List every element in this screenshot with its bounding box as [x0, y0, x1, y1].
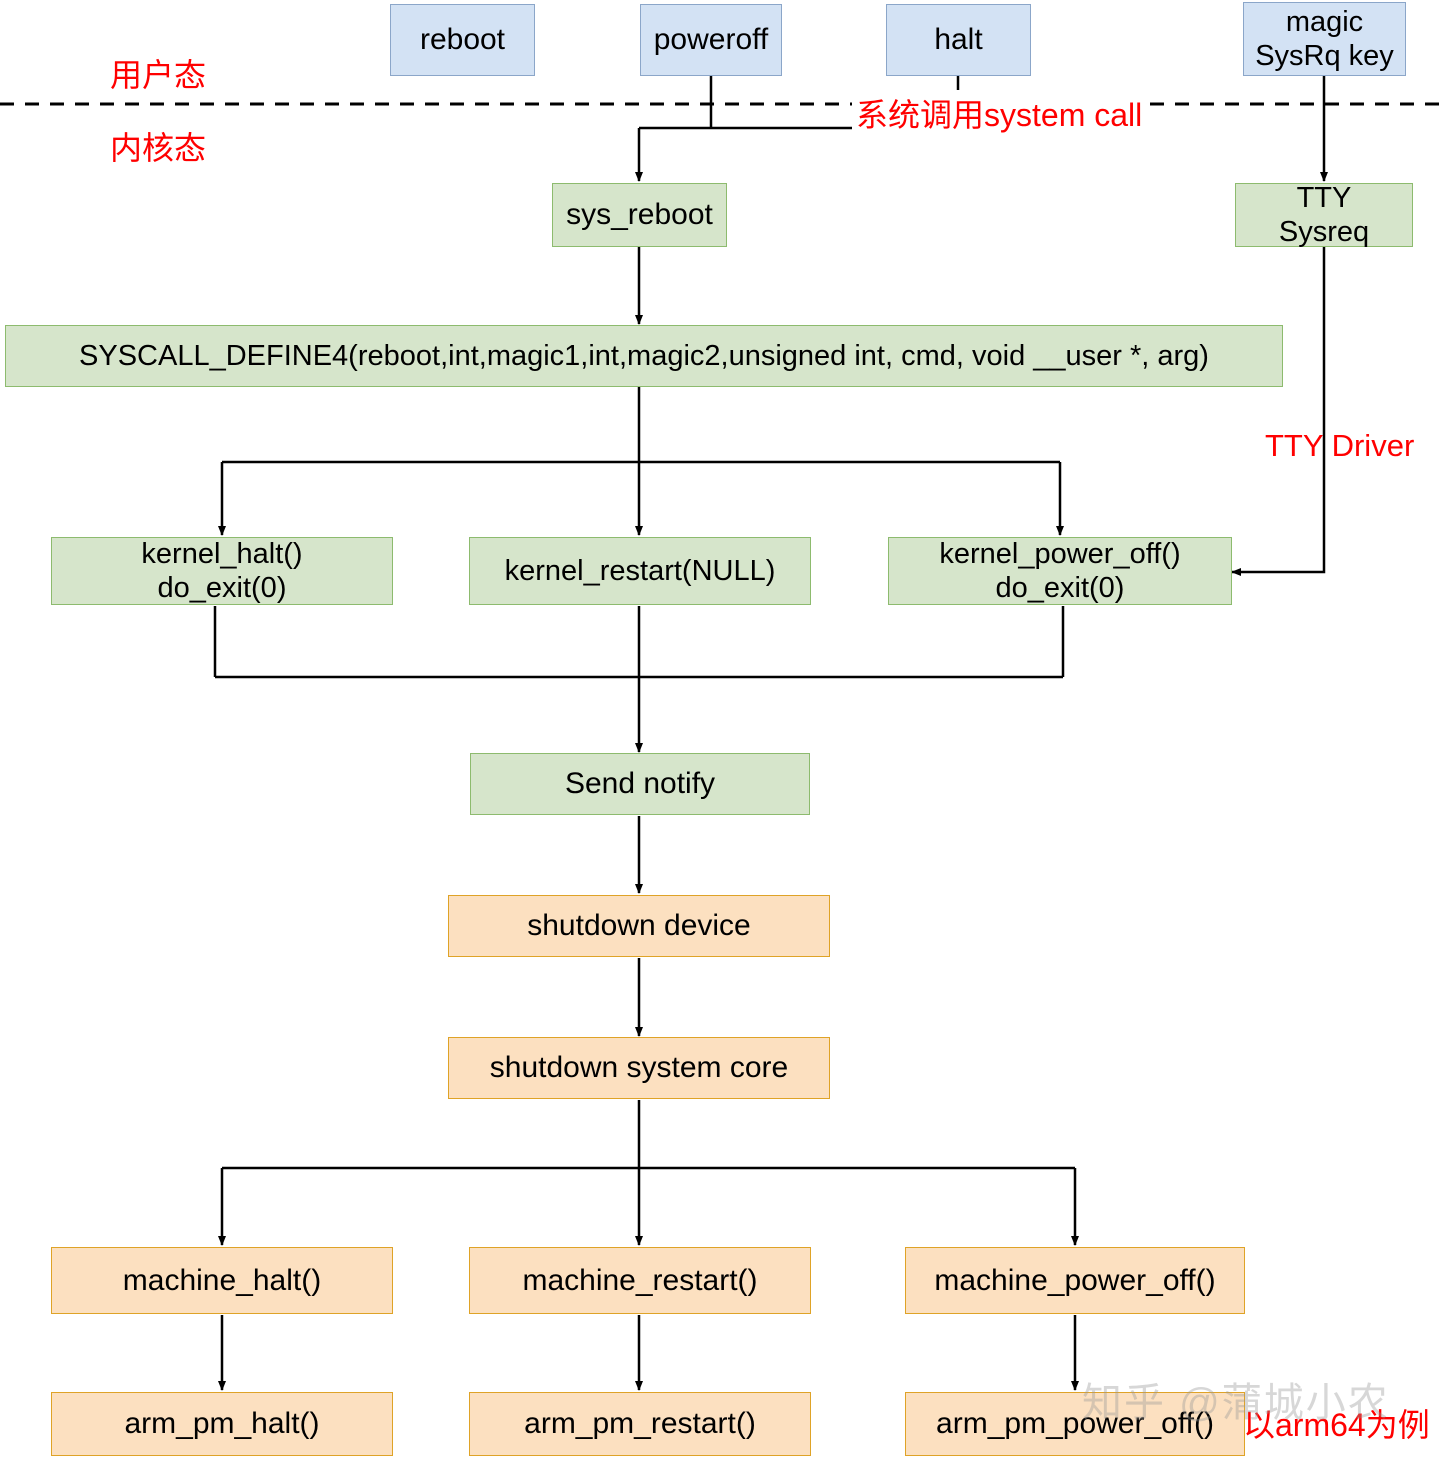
- node-tty-sysreq[interactable]: TTY Sysreq: [1235, 182, 1413, 248]
- node-send-notify[interactable]: Send notify: [470, 753, 810, 815]
- node-syscall-define4[interactable]: SYSCALL_DEFINE4(reboot,int,magic1,int,ma…: [5, 325, 1283, 387]
- node-arm-pm-restart[interactable]: arm_pm_restart(): [469, 1392, 811, 1456]
- wire-tty-sysreq-to-kernel-power-off: [1231, 247, 1326, 576]
- node-arm-pm-halt[interactable]: arm_pm_halt(): [51, 1392, 393, 1456]
- node-kernel-restart[interactable]: kernel_restart(NULL): [469, 537, 811, 605]
- node-magic-sysrq-key[interactable]: magic SysRq key: [1243, 2, 1406, 76]
- node-halt[interactable]: halt: [886, 4, 1031, 76]
- node-shutdown-system-core[interactable]: shutdown system core: [448, 1037, 830, 1099]
- node-reboot[interactable]: reboot: [390, 4, 535, 76]
- annotation-user-mode: 用户态: [110, 57, 207, 93]
- annotation-tty-driver: TTY Driver: [1265, 428, 1415, 463]
- annotation-system-call: 系统调用system call: [852, 90, 1147, 136]
- node-sys-reboot[interactable]: sys_reboot: [552, 183, 727, 247]
- node-machine-halt[interactable]: machine_halt(): [51, 1247, 393, 1314]
- node-machine-restart[interactable]: machine_restart(): [469, 1247, 811, 1314]
- node-machine-power-off[interactable]: machine_power_off(): [905, 1247, 1245, 1314]
- node-arm-pm-power-off[interactable]: arm_pm_power_off(): [905, 1392, 1245, 1456]
- annotation-arm64-example: 以arm64为例: [1243, 1407, 1430, 1443]
- node-kernel-power-off[interactable]: kernel_power_off() do_exit(0): [888, 537, 1232, 605]
- annotation-kernel-mode: 内核态: [110, 130, 207, 166]
- node-poweroff[interactable]: poweroff: [640, 4, 782, 76]
- node-kernel-halt[interactable]: kernel_halt() do_exit(0): [51, 537, 393, 605]
- node-shutdown-device[interactable]: shutdown device: [448, 895, 830, 957]
